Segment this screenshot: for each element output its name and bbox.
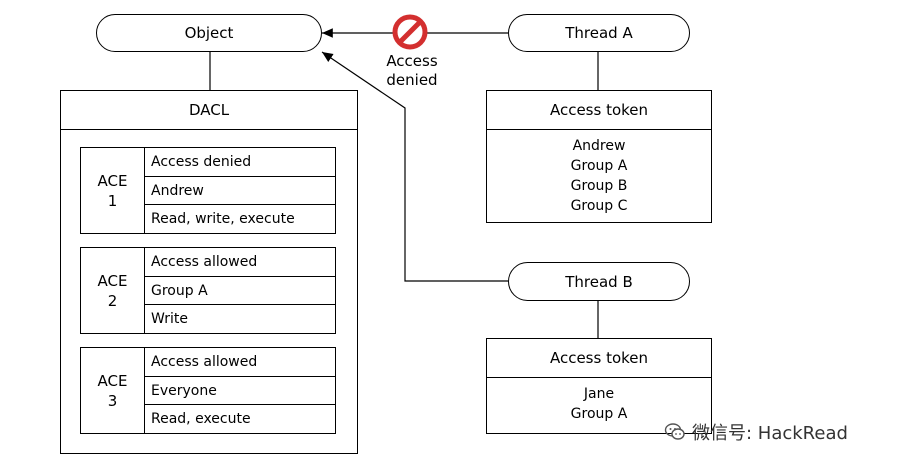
ace-row: Write — [151, 311, 188, 328]
ace-row: Read, execute — [151, 411, 251, 428]
ace-number: 3 — [107, 391, 118, 410]
member: Group C — [570, 198, 628, 214]
member: Group A — [570, 158, 628, 174]
member: Group A — [570, 406, 628, 422]
ace-label-text: ACE — [97, 271, 128, 290]
member: Jane — [583, 386, 615, 402]
thread-b-members: Jane Group A — [487, 378, 711, 424]
ace-label: ACE 1 — [81, 148, 145, 233]
thread-b-token: Access token Jane Group A — [486, 338, 712, 434]
ace-number: 1 — [107, 191, 118, 210]
thread-b-token-title: Access token — [487, 339, 711, 378]
member: Group B — [570, 178, 628, 194]
member: Andrew — [572, 138, 626, 154]
ace-label-text: ACE — [97, 171, 128, 190]
object-label: Object — [184, 24, 234, 42]
dacl-title: DACL — [61, 91, 357, 130]
object-node: Object — [96, 14, 322, 52]
thread-a-label: Thread A — [565, 24, 633, 42]
access-denied-line2: denied — [386, 71, 438, 89]
ace-rows: Access allowed Everyone Read, execute — [145, 348, 335, 433]
ace-row: Access allowed — [145, 348, 335, 377]
ace-label-text: ACE — [97, 371, 128, 390]
watermark: 微信号: HackRead — [664, 418, 894, 446]
ace-row: Group A — [145, 277, 335, 306]
ace-rows: Access denied Andrew Read, write, execut… — [145, 148, 335, 233]
ace-label: ACE 3 — [81, 348, 145, 433]
ace-row: Access allowed — [145, 248, 335, 277]
ace-label: ACE 2 — [81, 248, 145, 333]
thread-a-node: Thread A — [508, 14, 690, 52]
ace-2: ACE 2 Access allowed Group A Write — [80, 247, 336, 334]
thread-a-token: Access token Andrew Group A Group B Grou… — [486, 90, 712, 223]
thread-b-label: Thread B — [565, 272, 633, 291]
thread-b-token-title-text: Access token — [549, 349, 649, 367]
wechat-icon — [664, 421, 686, 443]
ace-row: Access denied — [145, 148, 335, 177]
ace-1: ACE 1 Access denied Andrew Read, write, … — [80, 147, 336, 234]
thread-b-to-object-arrow — [321, 51, 508, 282]
watermark-text: 微信号: HackRead — [692, 423, 848, 444]
ace-row: Andrew — [145, 177, 335, 206]
prohibited-icon — [392, 14, 428, 50]
ace-row: Read, write, execute — [151, 211, 295, 228]
ace-number: 2 — [107, 291, 118, 310]
thread-a-members: Andrew Group A Group B Group C — [487, 130, 711, 216]
thread-b-node: Thread B — [508, 262, 690, 301]
thread-a-token-title-text: Access token — [549, 101, 649, 119]
ace-rows: Access allowed Group A Write — [145, 248, 335, 333]
access-denied-label: Access denied — [372, 52, 452, 90]
thread-a-token-title: Access token — [487, 91, 711, 130]
access-denied-line1: Access — [386, 52, 438, 70]
ace-3: ACE 3 Access allowed Everyone Read, exec… — [80, 347, 336, 434]
dacl-title-text: DACL — [188, 101, 230, 119]
ace-row: Everyone — [145, 377, 335, 406]
